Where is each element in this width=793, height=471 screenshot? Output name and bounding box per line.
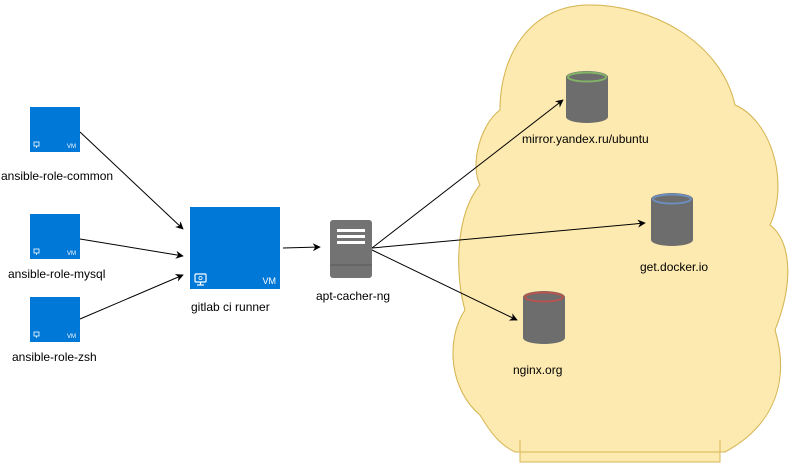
database-icon: [651, 193, 693, 246]
vm-label: ansible-role-common: [1, 169, 113, 183]
arrow-runner-to-cacher: [282, 243, 321, 252]
arrow-cacher-to-nginx: [371, 249, 518, 321]
vm-badge: VM: [67, 251, 76, 257]
server-label: apt-cacher-ng: [316, 289, 390, 303]
db-get-docker[interactable]: get.docker.io: [640, 193, 708, 274]
internet-cloud: [452, 4, 789, 463]
vm-ansible-role-zsh[interactable]: VM ansible-role-zsh: [12, 297, 97, 364]
arrow-zsh-to-runner: [79, 274, 184, 320]
database-icon: [523, 291, 565, 344]
monitor-icon: [194, 273, 207, 286]
connections: [79, 99, 646, 321]
monitor-icon: [33, 248, 40, 255]
db-label: get.docker.io: [640, 260, 708, 274]
vm-label: ansible-role-mysql: [8, 267, 105, 281]
vm-gitlab-ci-runner[interactable]: VM gitlab ci runner: [190, 207, 280, 314]
arrow-mysql-to-runner: [79, 238, 184, 259]
vm-ansible-role-mysql[interactable]: VM ansible-role-mysql: [8, 214, 105, 281]
vm-badge: VM: [67, 334, 76, 340]
vm-ansible-role-common[interactable]: VM ansible-role-common: [1, 107, 113, 183]
arrow-cacher-to-docker: [371, 219, 646, 249]
arrow-common-to-runner: [79, 131, 184, 230]
vm-label: gitlab ci runner: [191, 300, 270, 314]
db-mirror-yandex[interactable]: mirror.yandex.ru/ubuntu: [522, 71, 649, 146]
db-label: nginx.org: [513, 363, 562, 377]
arrow-cacher-to-yandex: [371, 99, 564, 249]
server-icon: [330, 220, 372, 278]
db-nginx[interactable]: nginx.org: [513, 291, 565, 377]
monitor-icon: [33, 141, 40, 148]
db-label: mirror.yandex.ru/ubuntu: [522, 132, 649, 146]
server-apt-cacher-ng[interactable]: apt-cacher-ng: [316, 220, 390, 303]
vm-badge: VM: [263, 276, 277, 286]
vm-badge: VM: [67, 144, 76, 150]
monitor-icon: [33, 331, 40, 338]
database-icon: [566, 71, 608, 123]
cloud-shape-front: [452, 4, 789, 453]
vm-label: ansible-role-zsh: [12, 350, 97, 364]
